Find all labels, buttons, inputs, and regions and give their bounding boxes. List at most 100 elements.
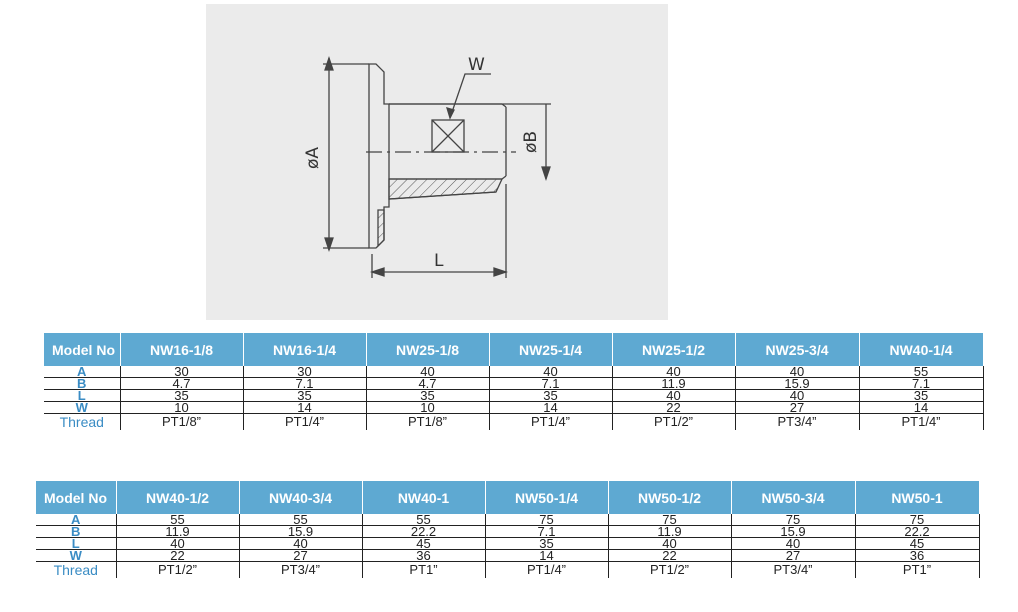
table-cell: 40 — [116, 537, 240, 550]
label-diameter-b: øB — [521, 131, 541, 153]
model-header: NW16-1/4 — [243, 333, 367, 366]
table-cell: 22 — [116, 549, 240, 562]
table-cell: PT3/4” — [239, 561, 363, 578]
table-cell: 7.1 — [485, 525, 609, 538]
table-cell: PT1” — [855, 561, 980, 578]
table-cell: 22.2 — [855, 525, 980, 538]
table-row: L 35 35 35 35 40 40 35 — [44, 389, 984, 402]
table-cell: 40 — [612, 365, 736, 378]
table-cell: 4.7 — [120, 377, 244, 390]
table-row: A 30 30 40 40 40 40 55 — [44, 365, 984, 378]
table-cell: 40 — [735, 389, 860, 402]
table-cell: 55 — [116, 513, 240, 526]
table-cell: 27 — [731, 549, 856, 562]
model-header: NW50-1/2 — [608, 481, 732, 514]
row-label: W — [36, 549, 117, 562]
table-cell: 40 — [366, 365, 490, 378]
fitting-drawing: W øA øB L — [303, 55, 551, 278]
table-cell: 40 — [239, 537, 363, 550]
table-cell: PT3/4” — [735, 413, 860, 430]
table-cell: PT1/2” — [116, 561, 240, 578]
table-cell: 14 — [489, 401, 613, 414]
header-model-no: Model No — [44, 333, 121, 366]
table-cell: 22 — [612, 401, 736, 414]
table-cell: 27 — [239, 549, 363, 562]
table-cell: PT1/2” — [612, 413, 736, 430]
table-row: Thread PT1/8” PT1/4” PT1/8” PT1/4” PT1/2… — [44, 413, 984, 430]
table-cell: 22.2 — [362, 525, 486, 538]
model-header: NW25-1/2 — [612, 333, 736, 366]
table-cell: 15.9 — [239, 525, 363, 538]
spec-table-1: Model No NW16-1/8 NW16-1/4 NW25-1/8 NW25… — [44, 333, 984, 430]
row-label: B — [44, 377, 121, 390]
table-cell: 14 — [485, 549, 609, 562]
model-header: NW40-1/4 — [859, 333, 984, 366]
table-cell: 7.1 — [859, 377, 984, 390]
table-cell: PT1/4” — [243, 413, 367, 430]
table-cell: 35 — [120, 389, 244, 402]
table-cell: PT1/8” — [366, 413, 490, 430]
table-cell: 75 — [608, 513, 732, 526]
model-header: NW16-1/8 — [120, 333, 244, 366]
table-cell: 75 — [485, 513, 609, 526]
table-cell: 36 — [362, 549, 486, 562]
table-cell: PT1/4” — [485, 561, 609, 578]
row-label: W — [44, 401, 121, 414]
technical-drawing: W øA øB L — [206, 4, 668, 320]
table-cell: PT1/4” — [489, 413, 613, 430]
table-cell: 27 — [735, 401, 860, 414]
table-cell: PT1/2” — [608, 561, 732, 578]
model-header: NW40-3/4 — [239, 481, 363, 514]
row-label: A — [36, 513, 117, 526]
table-cell: 55 — [859, 365, 984, 378]
header-row: Model No NW40-1/2 NW40-3/4 NW40-1 NW50-1… — [36, 481, 980, 514]
table-cell: 45 — [855, 537, 980, 550]
table-cell: PT1” — [362, 561, 486, 578]
table-cell: 55 — [362, 513, 486, 526]
model-header: NW25-3/4 — [735, 333, 860, 366]
row-label: Thread — [36, 561, 117, 578]
table-cell: 15.9 — [731, 525, 856, 538]
row-label: Thread — [44, 413, 121, 430]
table-cell: 7.1 — [489, 377, 613, 390]
table-cell: PT3/4” — [731, 561, 856, 578]
table-cell: 15.9 — [735, 377, 860, 390]
model-header: NW50-1 — [855, 481, 980, 514]
table-cell: 36 — [855, 549, 980, 562]
model-header: NW40-1 — [362, 481, 486, 514]
label-w: W — [468, 55, 485, 75]
table-row: A 55 55 55 75 75 75 75 — [36, 513, 980, 526]
table-row: Thread PT1/2” PT3/4” PT1” PT1/4” PT1/2” … — [36, 561, 980, 578]
table-row: B 4.7 7.1 4.7 7.1 11.9 15.9 7.1 — [44, 377, 984, 390]
row-label: A — [44, 365, 121, 378]
table-cell: 75 — [855, 513, 980, 526]
table-cell: 35 — [859, 389, 984, 402]
model-header: NW50-1/4 — [485, 481, 609, 514]
table-row: B 11.9 15.9 22.2 7.1 11.9 15.9 22.2 — [36, 525, 980, 538]
table-cell: 40 — [735, 365, 860, 378]
table-cell: PT1/4” — [859, 413, 984, 430]
header-row: Model No NW16-1/8 NW16-1/4 NW25-1/8 NW25… — [44, 333, 984, 366]
table-cell: 30 — [243, 365, 367, 378]
model-header: NW50-3/4 — [731, 481, 856, 514]
table-cell: 14 — [243, 401, 367, 414]
table-cell: PT1/8” — [120, 413, 244, 430]
table-cell: 4.7 — [366, 377, 490, 390]
label-l: L — [434, 251, 444, 271]
wrench-flat — [431, 119, 465, 153]
table-cell: 40 — [731, 537, 856, 550]
table-cell: 40 — [489, 365, 613, 378]
label-diameter-a: øA — [303, 147, 323, 169]
table-cell: 35 — [485, 537, 609, 550]
table-cell: 35 — [489, 389, 613, 402]
table-row: W 10 14 10 14 22 27 14 — [44, 401, 984, 414]
spec-table-2: Model No NW40-1/2 NW40-3/4 NW40-1 NW50-1… — [36, 481, 980, 578]
table-cell: 75 — [731, 513, 856, 526]
table-cell: 55 — [239, 513, 363, 526]
table-cell: 11.9 — [116, 525, 240, 538]
table-cell: 35 — [366, 389, 490, 402]
row-label: L — [44, 389, 121, 402]
table-cell: 40 — [608, 537, 732, 550]
model-header: NW25-1/8 — [366, 333, 490, 366]
flange-outline — [368, 63, 390, 249]
